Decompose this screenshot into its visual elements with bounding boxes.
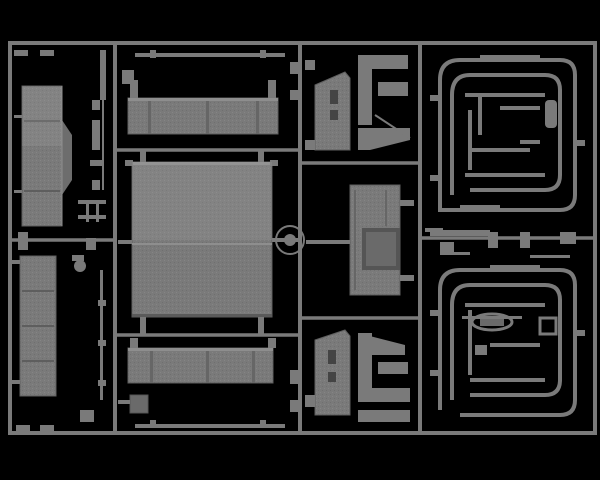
- right-upper-frame: [438, 58, 577, 212]
- right-middle-details: [425, 228, 576, 258]
- right-center-parts: [305, 55, 414, 422]
- left-column-parts: [12, 50, 106, 435]
- right-upper-details: [430, 55, 585, 209]
- horizontal-runners: [10, 148, 595, 337]
- surface-shading: [22, 86, 272, 240]
- right-lower-frame: [438, 268, 577, 417]
- right-lower-details: [430, 265, 585, 376]
- center-column-parts: [118, 50, 305, 428]
